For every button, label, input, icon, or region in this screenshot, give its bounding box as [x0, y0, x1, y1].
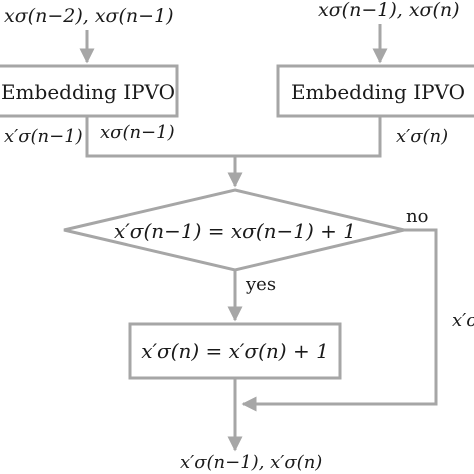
- input-label-left: xσ(n−2), xσ(n−1): [4, 5, 174, 27]
- process-statement: x′σ(n) = x′σ(n) + 1: [141, 339, 329, 363]
- embedding-ipvo-label-left: Embedding IPVO: [1, 80, 175, 104]
- arrow-no-branch: [241, 228, 438, 412]
- edge-label-right-prime: x′σ(n): [396, 126, 448, 147]
- label-yes: yes: [245, 274, 276, 295]
- input-label-right: xσ(n−1), xσ(n): [318, 0, 460, 21]
- label-no: no: [406, 206, 428, 227]
- embedding-ipvo-box-left: [0, 64, 179, 118]
- output-label: x′σ(n−1), x′σ(n): [180, 452, 322, 473]
- edge-label-left-prime: x′σ(n−1): [4, 126, 83, 147]
- edge-label-right-side: x′σ: [452, 310, 474, 331]
- process-box: [128, 322, 342, 380]
- embedding-ipvo-box-right: [276, 64, 474, 118]
- edge-label-left: xσ(n−1): [100, 122, 175, 143]
- embedding-ipvo-label-right: Embedding IPVO: [291, 80, 465, 104]
- decision-condition: x′σ(n−1) = xσ(n−1) + 1: [114, 219, 356, 243]
